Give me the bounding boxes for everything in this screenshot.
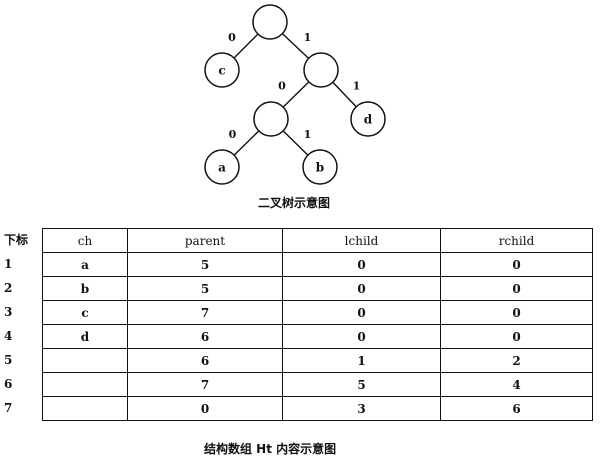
row-index-column: 下标 1 2 3 4 5 6 7: [2, 228, 42, 420]
tree-node: [204, 149, 240, 185]
cell-lchild: 0: [282, 252, 441, 277]
header-lchild: lchild: [282, 228, 441, 253]
tree-edge: [281, 33, 310, 59]
row-index: 6: [4, 377, 13, 391]
cell-rchild: 0: [440, 276, 593, 301]
cell-lchild: 3: [282, 396, 441, 421]
cell-ch: [42, 348, 128, 373]
edge-label: 0: [278, 80, 286, 93]
row-index: 1: [4, 257, 13, 271]
cell-rchild: 6: [440, 396, 593, 421]
tree-node: [350, 101, 386, 137]
cell-parent: 7: [127, 300, 283, 325]
cell-parent: 5: [127, 252, 283, 277]
tree-edge: [233, 130, 260, 156]
tree-caption: 二叉树示意图: [258, 196, 331, 210]
tree-edge: [332, 81, 357, 108]
tree-node: [204, 52, 240, 88]
table-row: 0 3 6: [42, 396, 593, 421]
cell-rchild: 0: [440, 324, 593, 349]
header-ch: ch: [42, 228, 128, 253]
row-index: 3: [4, 305, 13, 319]
table-caption: 结构数组 Ht 内容示意图: [204, 442, 337, 456]
cell-rchild: 0: [440, 252, 593, 277]
cell-parent: 7: [127, 372, 283, 397]
tree-edges: 0 1 0 1 0 1: [228, 31, 361, 156]
tree-edge: [282, 130, 309, 156]
node-label: a: [218, 161, 226, 175]
cell-ch: b: [42, 276, 128, 301]
tree-node: [303, 52, 339, 88]
table-row: d 6 0 0: [42, 324, 593, 349]
cell-ch: d: [42, 324, 128, 349]
tree-edge: [282, 81, 310, 108]
tree-node: [253, 101, 289, 137]
cell-rchild: 0: [440, 300, 593, 325]
cell-lchild: 0: [282, 276, 441, 301]
edge-label: 0: [228, 31, 236, 44]
header-rchild: rchild: [440, 228, 593, 253]
cell-lchild: 5: [282, 372, 441, 397]
table-row: 7 5 4: [42, 372, 593, 397]
binary-tree-diagram: 0 1 0 1 0 1 c d a b: [204, 4, 386, 185]
cell-parent: 5: [127, 276, 283, 301]
edge-label: 0: [229, 128, 237, 141]
edge-label: 1: [353, 80, 361, 93]
cell-parent: 0: [127, 396, 283, 421]
node-label: c: [218, 64, 225, 78]
header-parent: parent: [127, 228, 283, 253]
index-header: 下标: [4, 233, 29, 247]
cell-lchild: 1: [282, 348, 441, 373]
cell-parent: 6: [127, 324, 283, 349]
cell-ch: c: [42, 300, 128, 325]
edge-label: 1: [304, 128, 312, 141]
tree-node: [302, 149, 338, 185]
tree-nodes: c d a b: [204, 4, 386, 185]
tree-edge: [233, 33, 259, 59]
structure-array-table: ch parent lchild rchild a 5 0 0 b 5 0 0 …: [42, 228, 593, 421]
table-row: b 5 0 0: [42, 276, 593, 301]
cell-ch: a: [42, 252, 128, 277]
edge-label: 1: [304, 31, 312, 44]
row-index: 2: [4, 281, 13, 295]
table-row: a 5 0 0: [42, 252, 593, 277]
node-label: b: [316, 161, 324, 175]
row-index: 4: [4, 329, 13, 343]
node-label: d: [364, 113, 373, 127]
cell-rchild: 4: [440, 372, 593, 397]
table-row: c 7 0 0: [42, 300, 593, 325]
cell-rchild: 2: [440, 348, 593, 373]
row-index: 7: [4, 401, 13, 415]
cell-lchild: 0: [282, 324, 441, 349]
table-header-row: ch parent lchild rchild: [42, 228, 593, 253]
cell-ch: [42, 372, 128, 397]
cell-ch: [42, 396, 128, 421]
cell-parent: 6: [127, 348, 283, 373]
row-index: 5: [4, 353, 13, 367]
tree-node: [252, 4, 288, 40]
table-row: 6 1 2: [42, 348, 593, 373]
cell-lchild: 0: [282, 300, 441, 325]
